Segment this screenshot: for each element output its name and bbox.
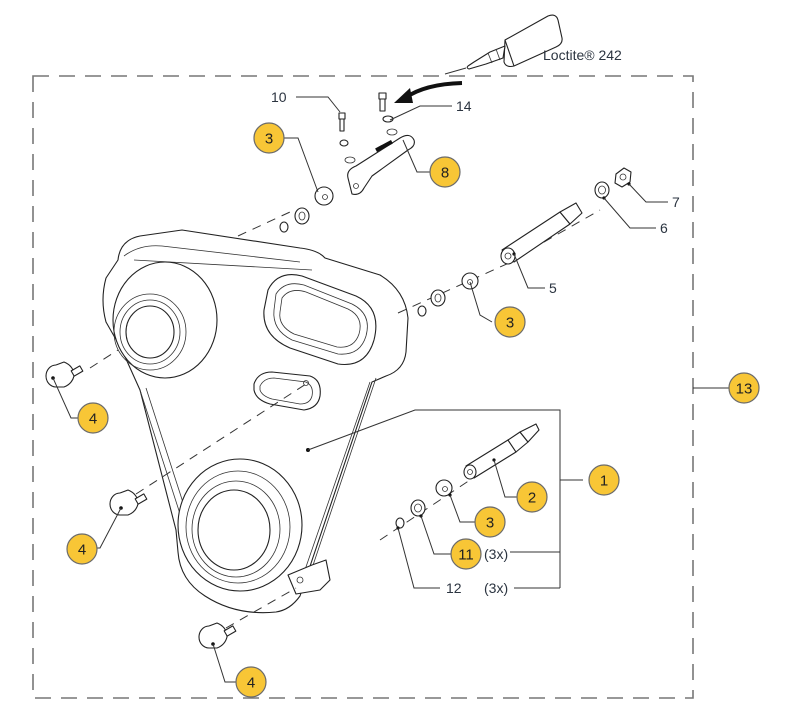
- callout-4-upper[interactable]: 4: [77, 402, 109, 434]
- spacer-part-12: [395, 517, 405, 530]
- callout-8[interactable]: 8: [429, 156, 461, 188]
- label-14: 14: [456, 98, 472, 114]
- svg-text:13: 13: [736, 381, 753, 398]
- callout-4-middle[interactable]: 4: [66, 533, 98, 565]
- washer-part-6: [594, 181, 610, 200]
- svg-text:11: 11: [458, 547, 474, 564]
- label-7: 7: [672, 194, 680, 210]
- axis-line-knob-lower: [225, 587, 297, 629]
- callout-2[interactable]: 2: [516, 481, 548, 513]
- leader-4-lower: [212, 643, 238, 683]
- leader-11: [420, 515, 452, 555]
- leader-3-middle: [469, 281, 493, 323]
- bearing-part-11: [410, 499, 426, 518]
- svg-text:3: 3: [486, 515, 494, 532]
- callout-13[interactable]: 13: [728, 372, 760, 404]
- quantity-label-11: (3x): [484, 546, 508, 562]
- leader-8: [402, 139, 432, 173]
- axis-line-knob-middle: [135, 383, 307, 495]
- leader-3-lower: [449, 494, 476, 523]
- axis-line-knob-upper: [89, 349, 119, 369]
- svg-text:4: 4: [89, 411, 97, 428]
- leader-14: [389, 105, 452, 121]
- shaft-part-5: [500, 202, 583, 265]
- callout-3-top[interactable]: 3: [253, 122, 285, 154]
- leader-5: [513, 253, 545, 289]
- callout-11[interactable]: 11: [450, 538, 482, 570]
- label-12: 12: [446, 580, 462, 596]
- top-washer-bearing: [279, 186, 334, 233]
- label-6: 6: [660, 220, 668, 236]
- nut-part-7: [614, 167, 632, 188]
- leader-12: [397, 527, 440, 589]
- belt-cover-housing: [102, 229, 409, 614]
- knob-part-4-lower: [198, 622, 237, 649]
- leader-4-upper: [52, 377, 80, 419]
- middle-washer-bearing: [417, 272, 479, 317]
- screw-part-10: [338, 112, 349, 147]
- callout-3-middle[interactable]: 3: [494, 306, 526, 338]
- label-5: 5: [549, 280, 557, 296]
- svg-text:3: 3: [265, 131, 273, 148]
- leader-10: [296, 96, 341, 113]
- apply-adhesive-arrow-icon: [394, 81, 463, 103]
- loctite-tube-icon: [466, 14, 563, 70]
- leader-1: [307, 409, 583, 588]
- leader-3-top: [283, 137, 319, 193]
- knob-part-4-middle: [109, 489, 148, 516]
- tube-guide-line: [444, 67, 467, 75]
- svg-text:2: 2: [528, 490, 536, 507]
- callout-4-lower[interactable]: 4: [235, 666, 267, 698]
- svg-text:3: 3: [506, 315, 514, 332]
- adhesive-label: Loctite® 242: [543, 47, 622, 63]
- svg-text:4: 4: [247, 675, 255, 692]
- callout-3-lower[interactable]: 3: [474, 506, 506, 538]
- leader-7: [628, 183, 668, 203]
- knob-part-4-upper: [45, 361, 84, 388]
- bracket-part-8: [344, 128, 415, 195]
- callout-1[interactable]: 1: [588, 464, 620, 496]
- label-10: 10: [271, 89, 287, 105]
- leader-2: [493, 459, 517, 498]
- axis-line-shaft: [529, 209, 601, 251]
- quantity-label-12: (3x): [484, 580, 508, 596]
- svg-text:4: 4: [78, 542, 86, 559]
- washer-part-3-lower: [435, 479, 453, 497]
- shaft-part-2: [463, 423, 540, 480]
- svg-text:8: 8: [441, 165, 449, 182]
- leader-6: [603, 197, 656, 229]
- assembly-boundary-box: [32, 75, 694, 699]
- screw-part-14: [378, 92, 394, 123]
- axis-line-upper-right: [397, 257, 521, 314]
- svg-text:1: 1: [600, 473, 608, 490]
